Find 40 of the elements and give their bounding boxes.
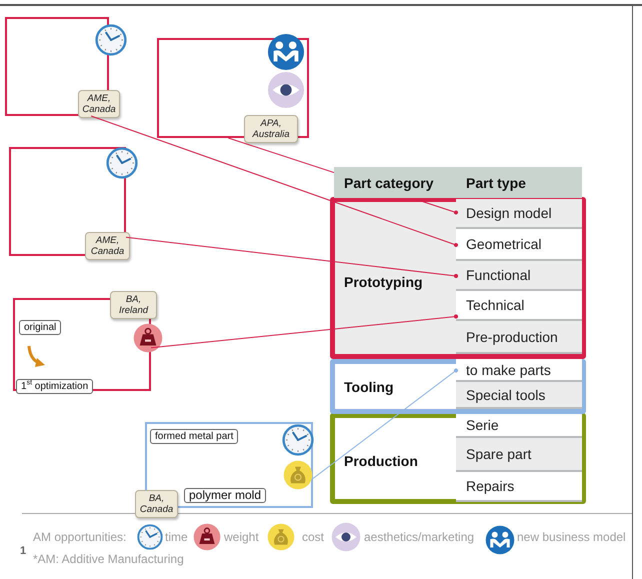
text-label: formed metal part — [150, 429, 238, 444]
part-type-cell: Pre-production — [456, 321, 582, 354]
category-name: Prototyping — [344, 274, 423, 290]
part-type-cell: Technical — [456, 291, 582, 321]
connector-line — [228, 138, 458, 214]
category-frame — [330, 413, 586, 504]
legend-title: AM opportunities: — [33, 530, 126, 544]
column-header: Part category — [344, 175, 434, 191]
legend-text: weight — [224, 530, 259, 544]
text-label: original — [19, 320, 62, 335]
location-tag: BA, Canada — [135, 490, 178, 518]
part-type-cell: Spare part — [456, 438, 582, 472]
part-type-cell: Geometrical — [456, 229, 582, 261]
category-name: Production — [344, 453, 418, 469]
category-frame — [330, 197, 586, 359]
text-label: 1$^{st}$ optimization — [16, 379, 94, 394]
legend-text: aesthetics/marketing — [364, 530, 474, 544]
text-label: polymer mold — [184, 488, 266, 503]
legend-text: time — [165, 530, 188, 544]
part-type-cell: to make parts — [456, 359, 582, 382]
location-tag: AME, Canada — [85, 232, 130, 260]
footnote: *AM: Additive Manufacturing — [33, 552, 184, 566]
connector-line — [90, 116, 458, 247]
column-header: Part type — [466, 175, 526, 191]
location-tag: APA, Australia — [244, 115, 298, 143]
category-name: Tooling — [344, 379, 394, 395]
category-frame — [330, 359, 586, 414]
legend-text: new business model — [517, 530, 626, 544]
location-tag: BA, Ireland — [110, 291, 157, 319]
connector-line — [312, 368, 458, 479]
connector-line — [150, 314, 458, 348]
part-type-cell: Special tools — [456, 382, 582, 409]
part-type-cell: Functional — [456, 261, 582, 291]
location-tag: AME, Canada — [78, 90, 120, 118]
part-type-cell: Serie — [456, 413, 582, 438]
connector-line — [126, 236, 458, 278]
page-number: 1 — [20, 545, 26, 557]
legend-text: cost — [302, 530, 324, 544]
part-type-cell: Repairs — [456, 472, 582, 502]
part-type-cell: Design model — [456, 199, 582, 229]
